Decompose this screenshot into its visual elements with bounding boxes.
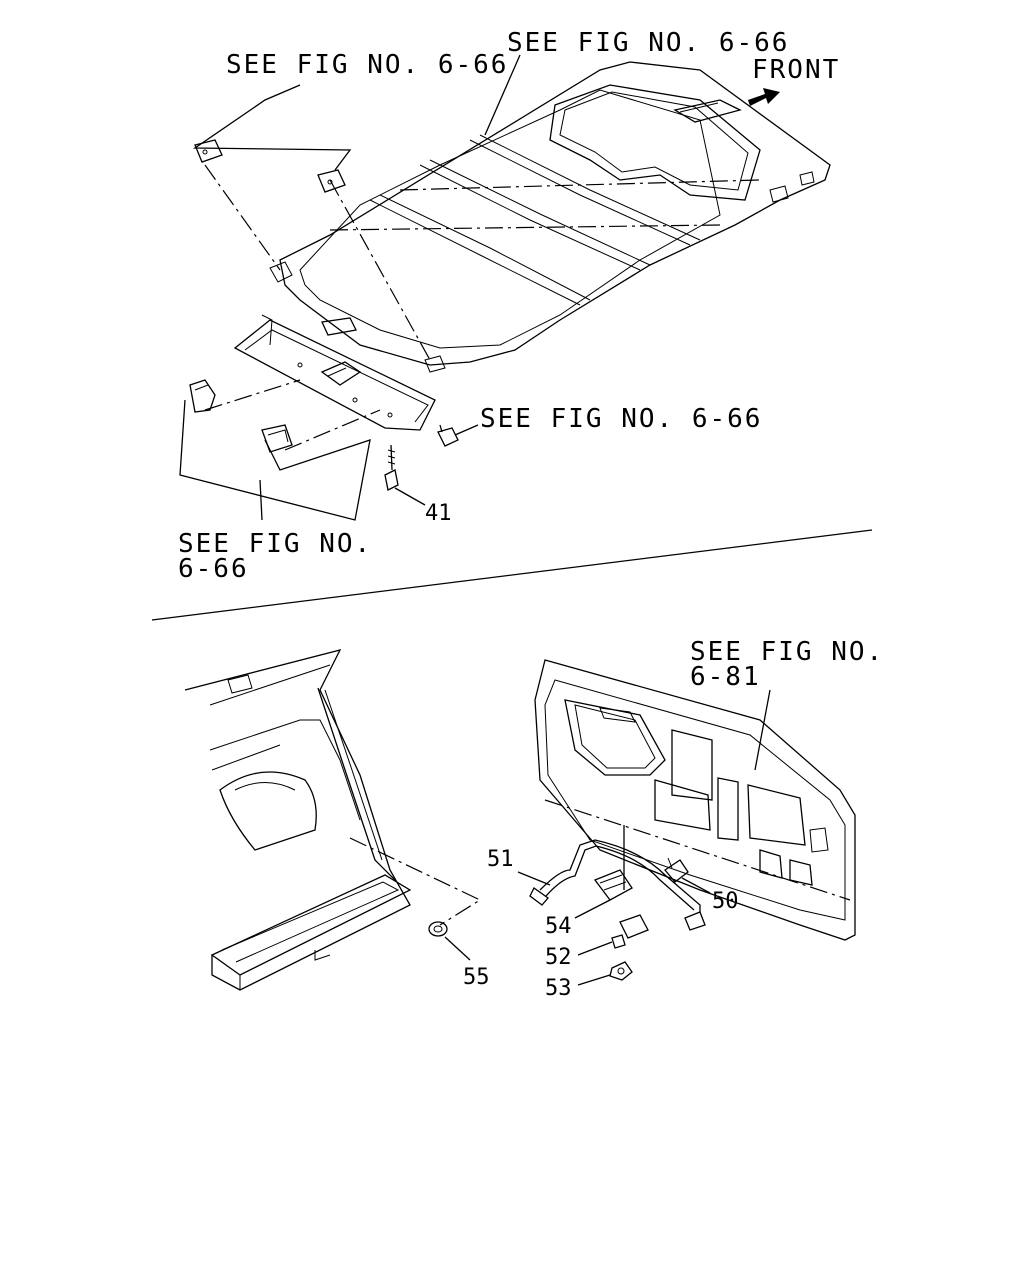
part-55-grommet	[428, 921, 448, 937]
see-fig-label-bottom-left-line2: 6-66	[178, 554, 249, 584]
see-fig-label-mid-right: SEE FIG NO. 6-66	[480, 404, 762, 434]
clip-upper-right	[317, 169, 346, 193]
callout-51: 51	[487, 847, 514, 872]
part-53-nut	[609, 961, 633, 981]
screw-41	[384, 444, 399, 491]
see-fig-label-top-center: SEE FIG NO. 6-66	[507, 28, 789, 58]
see-fig-label-tailgate-line1: SEE FIG NO.	[690, 637, 884, 667]
see-fig-label-top-left: SEE FIG NO. 6-66	[226, 50, 508, 80]
arrow-right-icon	[748, 88, 780, 106]
part-50-clip	[664, 857, 689, 883]
callout-54: 54	[545, 914, 572, 939]
front-label: FRONT	[752, 55, 840, 85]
callout-55: 55	[463, 965, 490, 990]
headliner-panel	[269, 61, 831, 373]
bracket-clip-left	[189, 379, 216, 413]
callout-41: 41	[425, 501, 452, 526]
clip-upper-left	[194, 139, 223, 163]
cargo-area-body	[184, 649, 412, 991]
callout-52: 52	[545, 945, 572, 970]
trim-fastener	[437, 424, 459, 447]
part-51-handle-cable	[529, 839, 706, 931]
see-fig-label-tailgate-line2: 6-81	[690, 662, 761, 692]
bracket-clip-center	[261, 424, 293, 453]
section-divider	[151, 529, 873, 621]
part-54-clip	[593, 869, 633, 901]
callout-53: 53	[545, 976, 572, 1001]
tailgate-panel	[534, 659, 856, 941]
see-fig-label-bottom-left-line1: SEE FIG NO.	[178, 529, 372, 559]
callout-50: 50	[712, 889, 739, 914]
rear-header-trim	[233, 314, 436, 431]
part-52-bracket	[611, 914, 649, 949]
